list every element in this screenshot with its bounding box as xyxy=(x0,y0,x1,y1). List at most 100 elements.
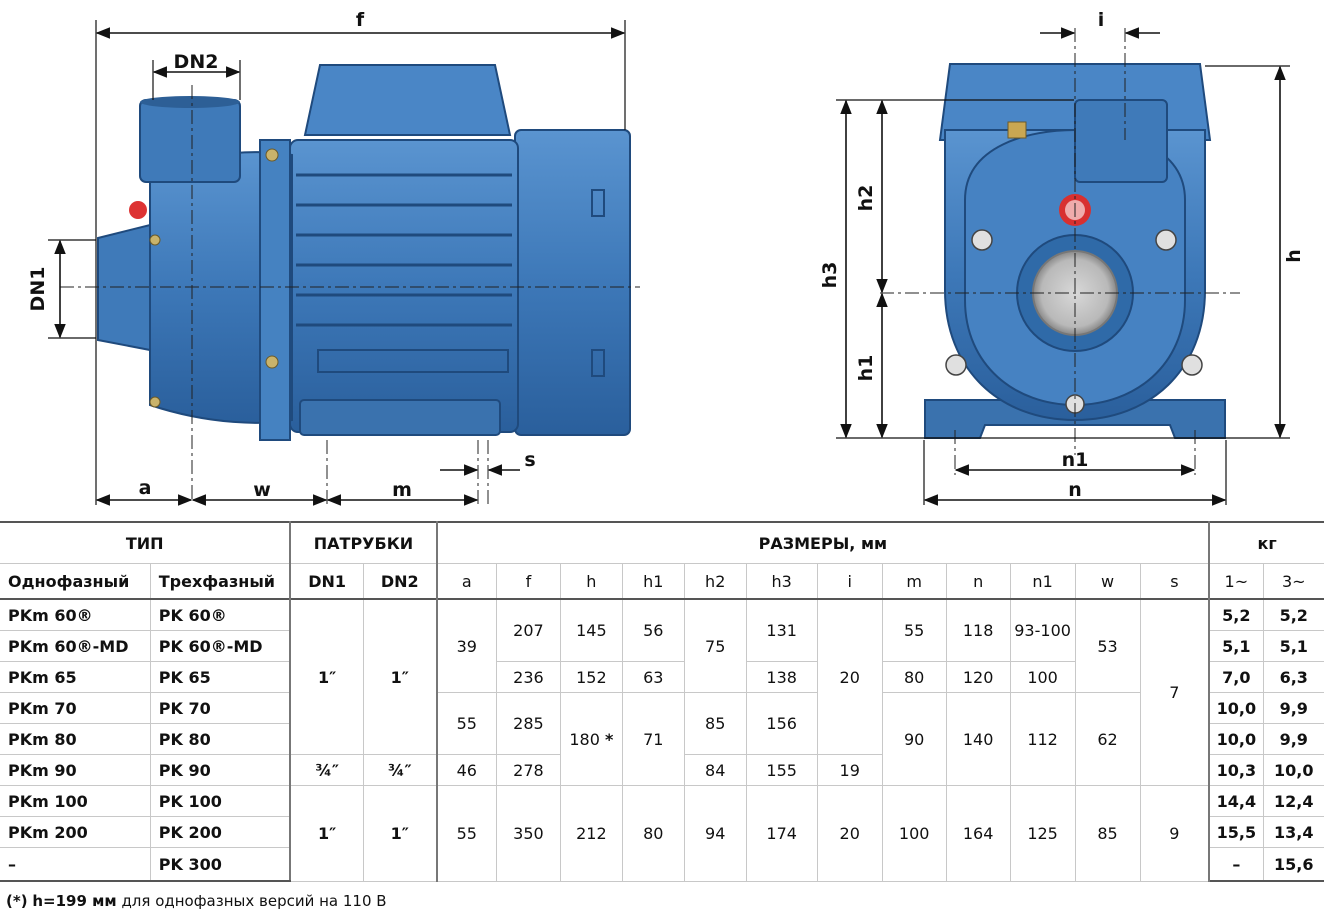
weight-1ph: 15,5 xyxy=(1208,816,1264,848)
cell-h2: 84 xyxy=(683,754,747,786)
cell-m: 80 xyxy=(881,661,947,693)
dn1-cell: ¾″ xyxy=(289,754,364,786)
col-header-kg3: 3~ xyxy=(1262,563,1324,600)
cell-h3: 131 xyxy=(745,598,818,662)
cell-h1: 63 xyxy=(621,661,685,693)
weight-1ph: 7,0 xyxy=(1208,661,1264,693)
col-header-dn1: DN1 xyxy=(289,563,364,600)
weight-3ph: 5,1 xyxy=(1262,630,1324,662)
model-three: PK 65 xyxy=(149,661,292,693)
cell-w: 62 xyxy=(1074,692,1141,786)
dn2-cell: 1″ xyxy=(362,785,438,882)
cell-n1: 93-100 xyxy=(1009,598,1076,662)
weight-1ph: – xyxy=(1208,847,1264,882)
model-single: PKm 60®-MD xyxy=(0,630,151,662)
cell-i: 19 xyxy=(816,754,883,786)
cell-a: 55 xyxy=(436,692,497,755)
model-single: PKm 60® xyxy=(0,598,151,631)
cell-h1: 56 xyxy=(621,598,685,662)
dim-label-dn1: DN1 xyxy=(27,267,49,312)
cell-a: 46 xyxy=(436,754,497,786)
cell-n1: 125 xyxy=(1009,785,1076,882)
weight-1ph: 10,0 xyxy=(1208,692,1264,724)
model-three: PK 200 xyxy=(149,816,292,848)
col-header-h3: h3 xyxy=(745,563,818,600)
model-single: PKm 100 xyxy=(0,785,151,817)
cell-h: 180 * xyxy=(559,692,623,786)
weight-1ph: 10,3 xyxy=(1208,754,1264,786)
group-weight-header: кг xyxy=(1208,521,1324,564)
dn1-cell: 1″ xyxy=(289,598,364,755)
weight-3ph: 13,4 xyxy=(1262,816,1324,848)
cell-h3: 138 xyxy=(745,661,818,693)
col-header-m: m xyxy=(881,563,947,600)
footnote: (*) h=199 мм для однофазных версий на 11… xyxy=(6,892,387,910)
cell-f: 350 xyxy=(495,785,561,882)
model-single: PKm 65 xyxy=(0,661,151,693)
dim-label-h1: h1 xyxy=(855,355,877,382)
cell-n1: 112 xyxy=(1009,692,1076,786)
col-header-single: Однофазный xyxy=(0,563,151,600)
cell-a: 39 xyxy=(436,598,497,693)
model-three: PK 80 xyxy=(149,723,292,755)
dim-label-n1: n1 xyxy=(1062,449,1089,471)
col-header-n: n xyxy=(945,563,1011,600)
pump-front-view: i h h2 h3 h1 n1 n xyxy=(819,9,1305,506)
dim-label-f: f xyxy=(356,9,365,31)
cell-h3: 174 xyxy=(745,785,818,882)
weight-3ph: 10,0 xyxy=(1262,754,1324,786)
cell-n1: 100 xyxy=(1009,661,1076,693)
dn1-cell: 1″ xyxy=(289,785,364,882)
cell-h2: 94 xyxy=(683,785,747,882)
spec-table: ТИП ПАТРУБКИ РАЗМЕРЫ, мм кг Однофазный Т… xyxy=(0,521,1324,882)
dim-label-w: w xyxy=(253,479,271,501)
footnote-text: для однофазных версий на 110 В xyxy=(121,892,387,910)
model-three: PK 60® xyxy=(149,598,292,631)
cell-h3: 156 xyxy=(745,692,818,755)
col-header-dn2: DN2 xyxy=(362,563,438,600)
dim-label-i: i xyxy=(1098,9,1105,31)
weight-1ph: 14,4 xyxy=(1208,785,1264,817)
dim-label-a: a xyxy=(139,477,152,499)
cell-h-value: 180 xyxy=(569,729,600,749)
footnote-mark: (*) xyxy=(6,892,28,910)
weight-3ph: 15,6 xyxy=(1262,847,1324,882)
model-three: PK 90 xyxy=(149,754,292,786)
cell-f: 278 xyxy=(495,754,561,786)
cell-f: 285 xyxy=(495,692,561,755)
dn2-cell: ¾″ xyxy=(362,754,438,786)
cell-h2: 75 xyxy=(683,598,747,693)
weight-1ph: 5,2 xyxy=(1208,598,1264,631)
col-header-a: a xyxy=(436,563,497,600)
model-three: PK 60®-MD xyxy=(149,630,292,662)
cell-h-star: * xyxy=(605,729,614,749)
cell-m: 55 xyxy=(881,598,947,662)
cell-n: 118 xyxy=(945,598,1011,662)
cell-h1: 71 xyxy=(621,692,685,786)
col-header-three: Трехфазный xyxy=(149,563,292,600)
cell-h: 145 xyxy=(559,598,623,662)
weight-1ph: 5,1 xyxy=(1208,630,1264,662)
cell-m: 100 xyxy=(881,785,947,882)
pump-dimension-drawings: f DN2 DN1 a w m s xyxy=(27,9,1305,506)
cell-i: 20 xyxy=(816,785,883,882)
group-type-header: ТИП xyxy=(0,521,292,564)
cell-n: 120 xyxy=(945,661,1011,693)
col-header-kg1: 1~ xyxy=(1208,563,1264,600)
dim-label-m: m xyxy=(392,479,412,501)
col-header-h1: h1 xyxy=(621,563,685,600)
cell-h: 152 xyxy=(559,661,623,693)
cell-h2: 85 xyxy=(683,692,747,755)
cell-h1: 80 xyxy=(621,785,685,882)
weight-1ph: 10,0 xyxy=(1208,723,1264,755)
weight-3ph: 6,3 xyxy=(1262,661,1324,693)
dim-label-h2: h2 xyxy=(855,185,877,212)
col-header-i: i xyxy=(816,563,883,600)
dim-label-n: n xyxy=(1068,479,1082,501)
cell-f: 207 xyxy=(495,598,561,662)
cell-h3: 155 xyxy=(745,754,818,786)
model-single: PKm 70 xyxy=(0,692,151,724)
col-header-f: f xyxy=(495,563,561,600)
col-header-h2: h2 xyxy=(683,563,747,600)
model-single: PKm 200 xyxy=(0,816,151,848)
